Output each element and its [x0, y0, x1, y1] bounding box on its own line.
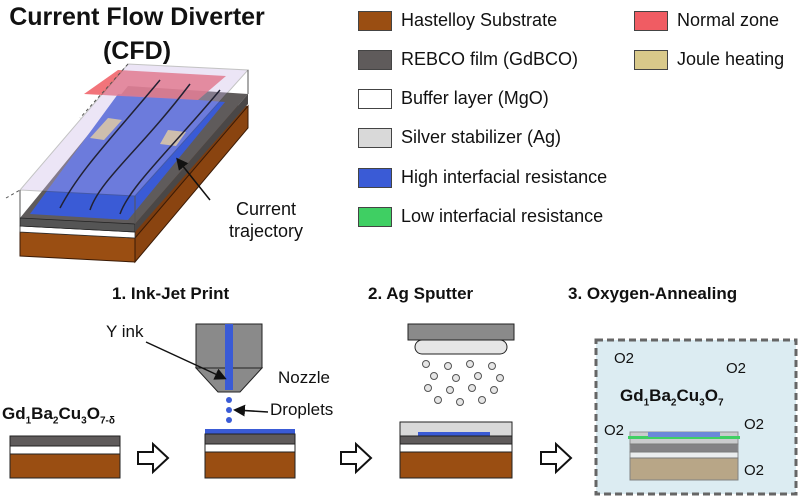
- current-trajectory-label: Current trajectory: [228, 199, 304, 241]
- legend-silver-label: Silver stabilizer (Ag): [401, 127, 562, 147]
- legend-rebco: REBCO film (GdBCO): [358, 49, 578, 70]
- o2-label-5: O2: [744, 462, 765, 479]
- formula-initial: Gd1Ba2Cu3O7-δ: [2, 404, 115, 427]
- legend-joule-heating: Joule heating: [634, 49, 784, 70]
- tape-rebco-side: [135, 94, 248, 232]
- process-arrow-3: [540, 441, 573, 475]
- droplets-label: Droplets: [270, 400, 334, 419]
- current-path-3: [119, 89, 221, 215]
- legend-silver-swatch: [358, 127, 392, 148]
- process-arrow-1: [137, 441, 170, 475]
- tape-substrate-side: [134, 104, 249, 264]
- legend-low-resistance-swatch: [358, 206, 392, 227]
- ink-droplets: [226, 397, 232, 423]
- step-3-title: 3. Oxygen-Annealing: [568, 284, 738, 303]
- legend-low-resistance-label: Low interfacial resistance: [401, 206, 604, 226]
- formula-annealed: Gd1Ba2Cu3O7: [620, 386, 724, 409]
- step-1-title: 1. Ink-Jet Print: [112, 284, 230, 303]
- o2-label-4: O2: [744, 416, 765, 433]
- trajectory-pointer: [176, 157, 211, 201]
- o2-label-2: O2: [726, 360, 747, 377]
- legend-joule-heating-label: Joule heating: [677, 49, 785, 69]
- diagram-title-line1: Current Flow Diverter: [9, 3, 265, 31]
- legend-rebco-swatch: [358, 49, 392, 70]
- legend-buffer-swatch: [358, 88, 392, 109]
- y-ink-pointer: [145, 341, 227, 380]
- tape-joule-stripe-2: [160, 130, 186, 146]
- legend-normal-zone-swatch: [634, 10, 668, 31]
- initial-tape: [9, 435, 121, 479]
- o2-label-3: O2: [604, 422, 625, 439]
- process-arrow-2: [340, 441, 373, 475]
- legend-buffer: Buffer layer (MgO): [358, 88, 549, 109]
- legend-normal-zone: Normal zone: [634, 10, 779, 31]
- legend-low-resistance: Low interfacial resistance: [358, 206, 603, 227]
- tape-joule-stripe: [90, 118, 122, 140]
- silver-particles: [422, 360, 504, 406]
- inkjet-nozzle: [194, 323, 264, 393]
- droplets-pointer: [233, 404, 269, 417]
- y-ink-label: Y ink: [106, 322, 144, 341]
- printed-tape: [204, 429, 296, 479]
- legend-high-resistance: High interfacial resistance: [358, 167, 607, 188]
- sputtered-tape: [399, 421, 513, 479]
- current-path-2: [89, 83, 191, 211]
- cfd-3d-tape: [5, 63, 250, 264]
- legend-hastelloy: Hastelloy Substrate: [358, 10, 557, 31]
- diagram-title-line2: (CFD): [102, 37, 172, 65]
- legend-silver: Silver stabilizer (Ag): [358, 127, 561, 148]
- legend-joule-heating-swatch: [634, 49, 668, 70]
- nozzle-label: Nozzle: [278, 368, 330, 387]
- legend-high-resistance-label: High interfacial resistance: [401, 167, 608, 187]
- diagram-title: Current Flow Diverter (CFD): [6, 0, 268, 68]
- legend-normal-zone-label: Normal zone: [677, 10, 780, 30]
- legend-hastelloy-swatch: [358, 10, 392, 31]
- annealed-tape: [628, 431, 740, 481]
- legend-hastelloy-label: Hastelloy Substrate: [401, 10, 558, 30]
- legend-rebco-label: REBCO film (GdBCO): [401, 49, 579, 69]
- current-path-1: [59, 79, 161, 209]
- sputter-target: [407, 323, 515, 355]
- o2-label-1: O2: [614, 350, 635, 367]
- legend-high-resistance-swatch: [358, 167, 392, 188]
- step-2-title: 2. Ag Sputter: [368, 284, 474, 303]
- legend-buffer-label: Buffer layer (MgO): [401, 88, 549, 108]
